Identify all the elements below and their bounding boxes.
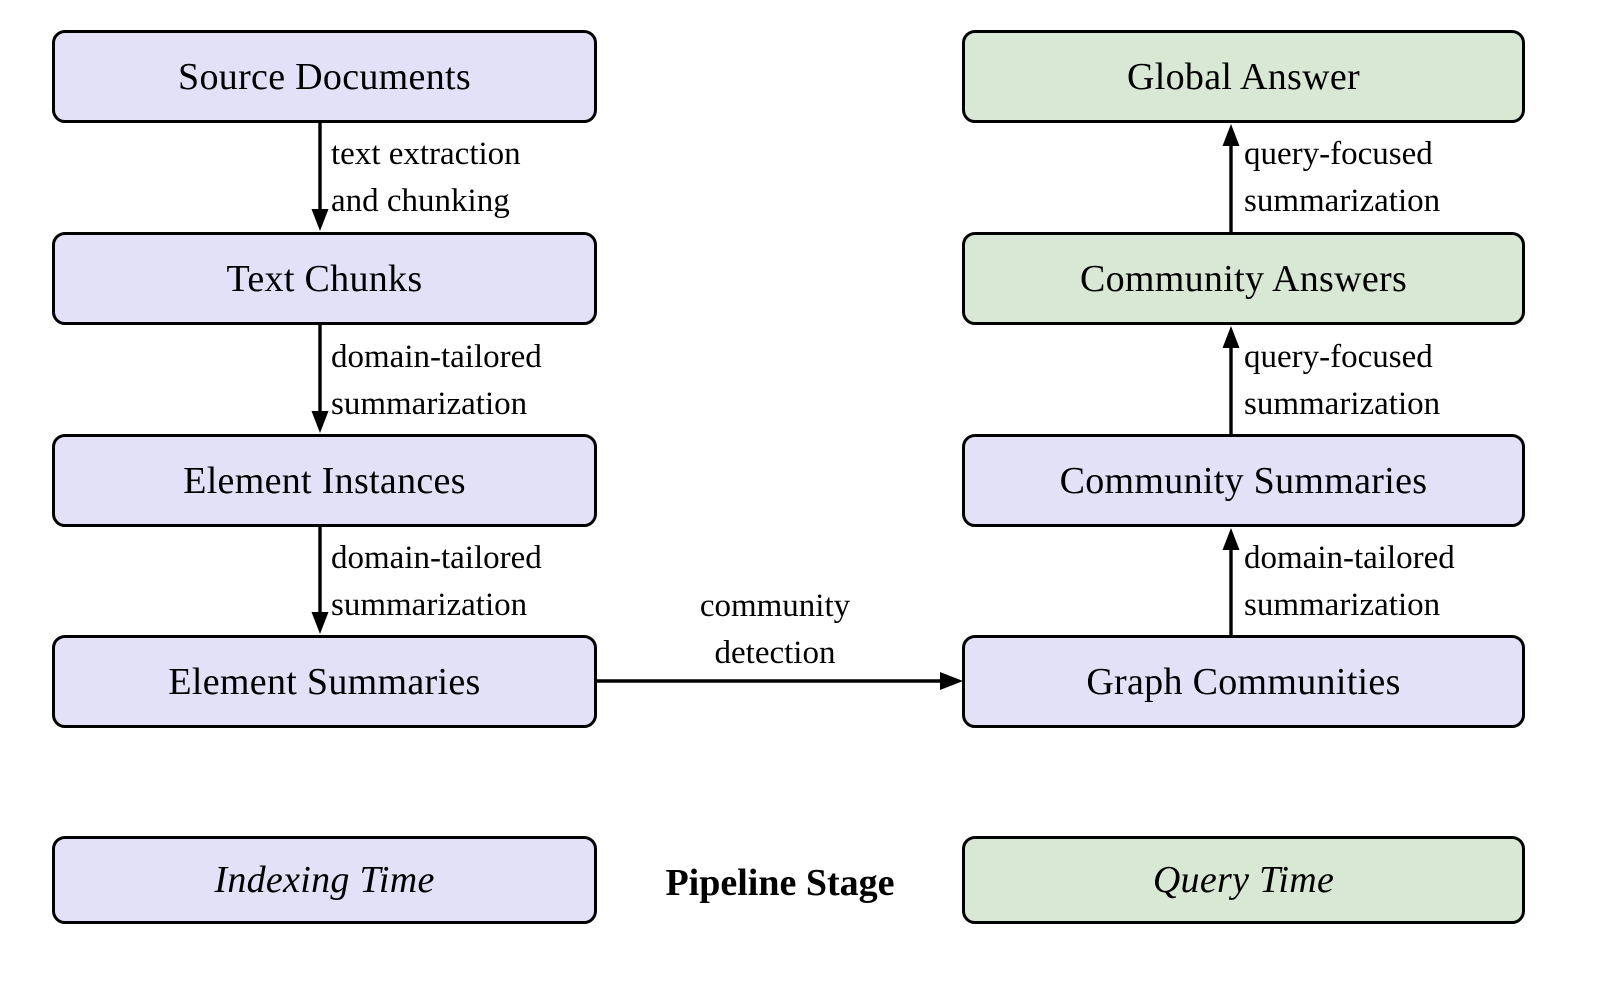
node-community-answers[interactable]: Community Answers	[962, 232, 1525, 325]
arrow-element-summaries-to-graph-communities	[597, 672, 963, 690]
node-label: Source Documents	[178, 55, 471, 98]
node-global-answer[interactable]: Global Answer	[962, 30, 1525, 123]
node-source-documents[interactable]: Source Documents	[52, 30, 597, 123]
edge-label-line1: domain-tailored	[331, 540, 542, 576]
arrow-community-summaries-to-community-answers	[1222, 326, 1240, 435]
legend-caption-pipeline-stage: Pipeline Stage	[665, 862, 895, 904]
edge-label-query-focused-summarization-summaries: query-focused summarization	[1244, 334, 1440, 428]
node-label: Text Chunks	[226, 257, 423, 300]
node-graph-communities[interactable]: Graph Communities	[962, 635, 1525, 728]
edge-label-line1: domain-tailored	[331, 339, 542, 375]
arrow-graph-communities-to-community-summaries	[1222, 528, 1240, 636]
edge-label-line1: community	[699, 588, 851, 624]
legend-indexing-time: Indexing Time	[52, 836, 597, 924]
edge-label-line1: domain-tailored	[1244, 540, 1455, 576]
edge-label-line2: summarization	[331, 586, 528, 623]
edge-label-line1: query-focused	[1244, 339, 1433, 375]
node-label: Community Summaries	[1059, 459, 1428, 502]
edge-label-domain-tailored-summarization-instances: domain-tailored summarization	[331, 535, 542, 629]
node-label: Graph Communities	[1086, 660, 1401, 703]
edge-label-line2: summarization	[1244, 586, 1441, 623]
edge-label-line2: summarization	[331, 385, 528, 422]
legend-query-time: Query Time	[962, 836, 1525, 924]
edge-label-line2: summarization	[1244, 385, 1441, 422]
node-element-summaries[interactable]: Element Summaries	[52, 635, 597, 728]
node-label: Element Summaries	[168, 660, 481, 703]
edge-label-text-extraction-and-chunking: text extraction and chunking	[331, 131, 521, 225]
edge-label-line2: detection	[714, 634, 836, 671]
node-label: Global Answer	[1127, 55, 1360, 98]
edge-label-query-focused-summarization-answers: query-focused summarization	[1244, 131, 1440, 225]
edge-label-domain-tailored-summarization-chunks: domain-tailored summarization	[331, 334, 542, 428]
edge-label-line2: and chunking	[331, 182, 510, 219]
edge-label-line1: text extraction	[331, 136, 521, 172]
node-text-chunks[interactable]: Text Chunks	[52, 232, 597, 325]
edge-label-line1: query-focused	[1244, 136, 1433, 172]
arrow-element-instances-to-element-summaries	[311, 527, 329, 634]
node-label: Element Instances	[183, 459, 466, 502]
edge-label-community-detection: community detection	[625, 583, 925, 677]
arrow-source-documents-to-text-chunks	[311, 123, 329, 231]
legend-label: Query Time	[1152, 859, 1335, 901]
arrow-community-answers-to-global-answer	[1222, 124, 1240, 233]
legend-label: Indexing Time	[214, 859, 435, 901]
node-element-instances[interactable]: Element Instances	[52, 434, 597, 527]
node-label: Community Answers	[1079, 257, 1408, 300]
edge-label-domain-tailored-summarization-communities: domain-tailored summarization	[1244, 535, 1455, 629]
arrow-text-chunks-to-element-instances	[311, 325, 329, 433]
node-community-summaries[interactable]: Community Summaries	[962, 434, 1525, 527]
edge-label-line2: summarization	[1244, 182, 1441, 219]
